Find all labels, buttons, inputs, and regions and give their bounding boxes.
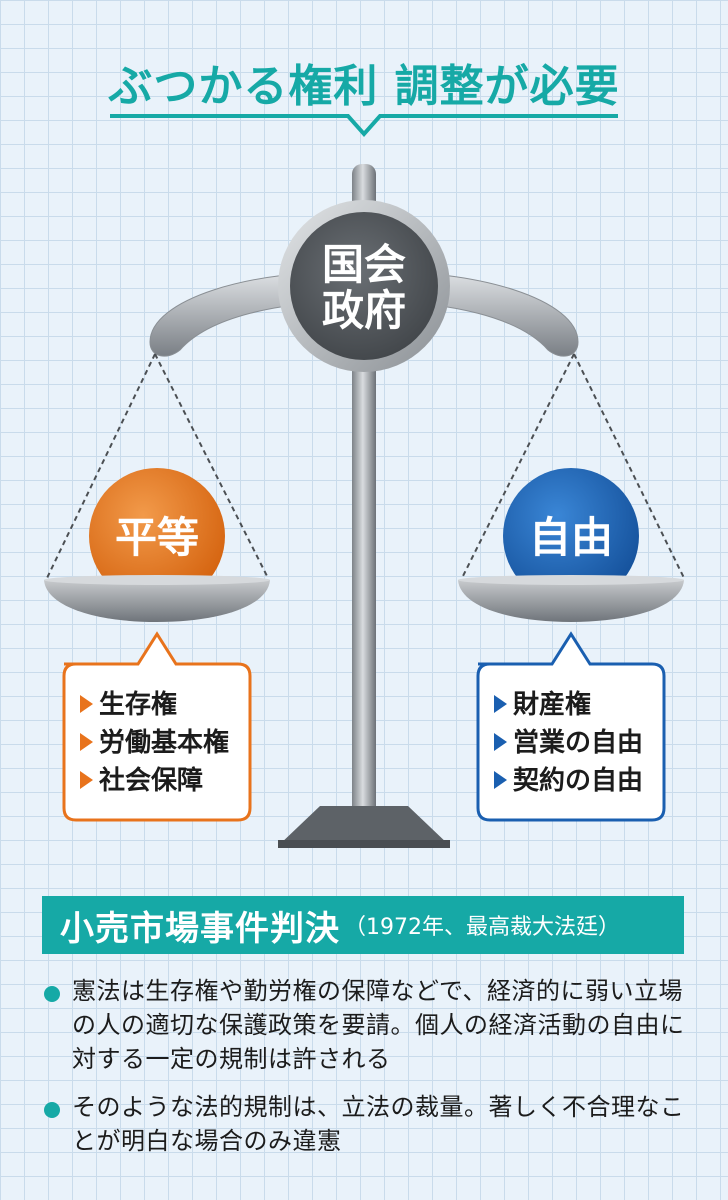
- list-item: 社会保障: [80, 762, 229, 800]
- triangle-bullet-icon: [494, 770, 507, 789]
- list-item: 生存権: [80, 686, 229, 724]
- right-pan: [458, 580, 684, 622]
- triangle-bullet-icon: [80, 732, 93, 751]
- right-bubble: [476, 631, 666, 822]
- equality-rights-list: 生存権 労働基本権 社会保障: [80, 686, 229, 800]
- bullet-dot-icon: [44, 986, 60, 1002]
- case-subtitle: （1972年、最高裁大法廷）: [344, 915, 620, 940]
- equality-label: 平等: [114, 513, 199, 562]
- list-item: 財産権: [494, 686, 643, 724]
- freedom-rights-list: 財産権 営業の自由 契約の自由: [494, 686, 643, 800]
- triangle-bullet-icon: [80, 770, 93, 789]
- left-bubble: [62, 631, 252, 822]
- triangle-bullet-icon: [494, 732, 507, 751]
- center-label-diet: 国会: [321, 240, 406, 289]
- triangle-bullet-icon: [80, 694, 93, 713]
- summary-point: そのような法的規制は、立法の裁量。著しく不合理なことが明白な場合のみ違憲: [44, 1090, 704, 1158]
- list-item: 労働基本権: [80, 724, 229, 762]
- case-heading: 小売市場事件判決 （1972年、最高裁大法廷）: [42, 896, 684, 954]
- hub-center: [290, 212, 438, 360]
- left-ball: [89, 468, 225, 604]
- title-underline: [110, 114, 618, 138]
- summary-point: 憲法は生存権や勤労権の保障などで、経済的に弱い立場の人の適切な保護政策を要請。個…: [44, 974, 704, 1076]
- case-title: 小売市場事件判決: [60, 908, 340, 949]
- left-pan: [44, 580, 270, 622]
- summary-text: そのような法的規制は、立法の裁量。著しく不合理なことが明白な場合のみ違憲: [72, 1093, 685, 1155]
- summary-text: 憲法は生存権や勤労権の保障などで、経済的に弱い立場の人の適切な保護政策を要請。個…: [72, 977, 685, 1073]
- freedom-label: 自由: [528, 513, 613, 562]
- list-item: 営業の自由: [494, 724, 643, 762]
- pan-strings: [46, 353, 685, 579]
- scale-base: [278, 806, 450, 846]
- list-item: 契約の自由: [494, 762, 643, 800]
- bullet-dot-icon: [44, 1102, 60, 1118]
- right-ball: [503, 468, 639, 604]
- triangle-bullet-icon: [494, 694, 507, 713]
- center-label-government: 政府: [321, 286, 406, 335]
- main-title: ぶつかる権利 調整が必要: [108, 61, 620, 112]
